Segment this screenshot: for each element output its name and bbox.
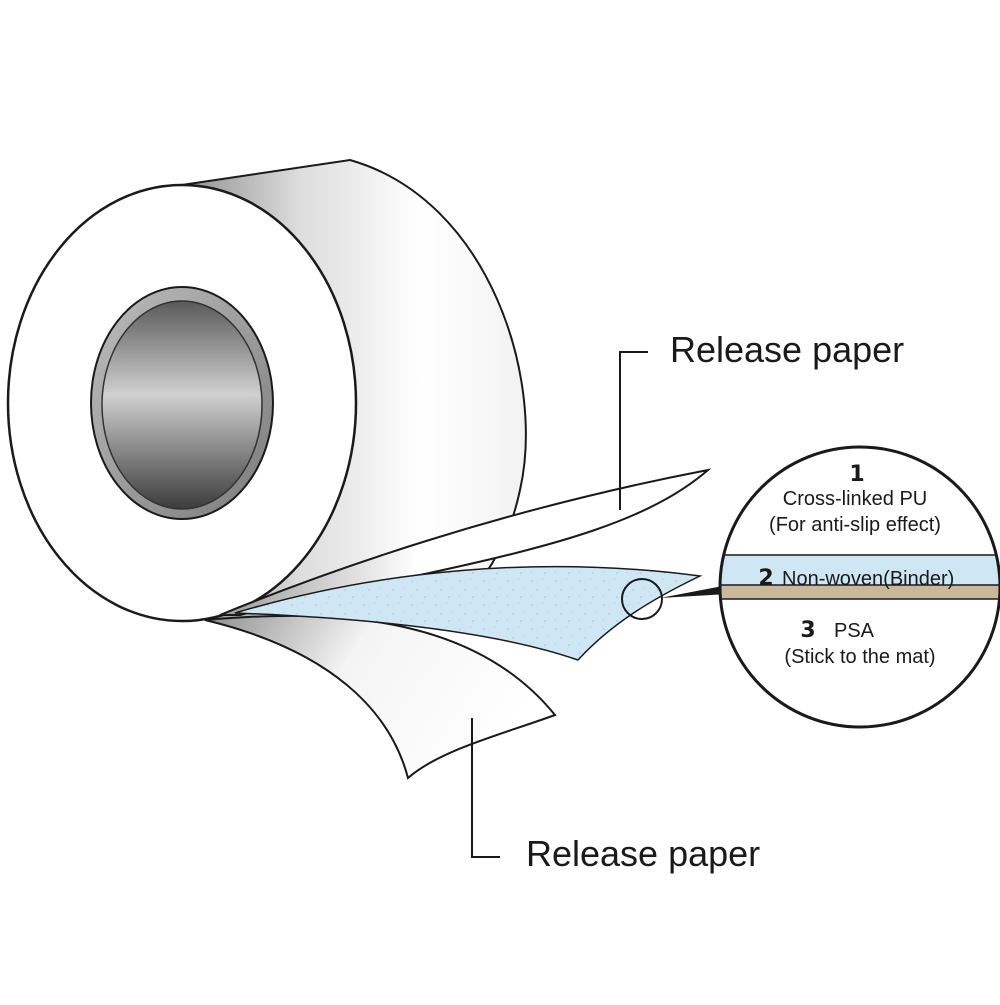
layer-1-note: (For anti-slip effect) [769,514,941,536]
magnifier-source-circle [621,578,663,620]
nonwoven-layer-sheet [234,565,703,661]
leader-line-bottom [471,718,500,858]
release-paper-top-label: Release paper [670,329,904,370]
layer-3-number: 3 [800,618,815,643]
layer-2-name: Non-woven(Binder) [782,568,954,590]
release-paper-bottom-label: Release paper [526,833,760,874]
layer-1-number: 1 [849,462,864,487]
roll-core-hole [101,300,263,510]
layer-3-note: (Stick to the mat) [784,646,935,668]
leader-line-top [619,351,648,510]
layer-2-number: 2 [758,566,773,591]
layer-3-name: PSA [834,620,875,642]
layer-1-name: Cross-linked PU [783,488,927,510]
magnifier-connector [660,585,728,598]
layer-band-binder [720,585,1000,599]
zoom-detail: 1 Cross-linked PU (For anti-slip effect)… [718,445,1000,729]
zoom-circle-outline [718,445,1000,729]
layer-band-nonwoven [720,555,1000,585]
